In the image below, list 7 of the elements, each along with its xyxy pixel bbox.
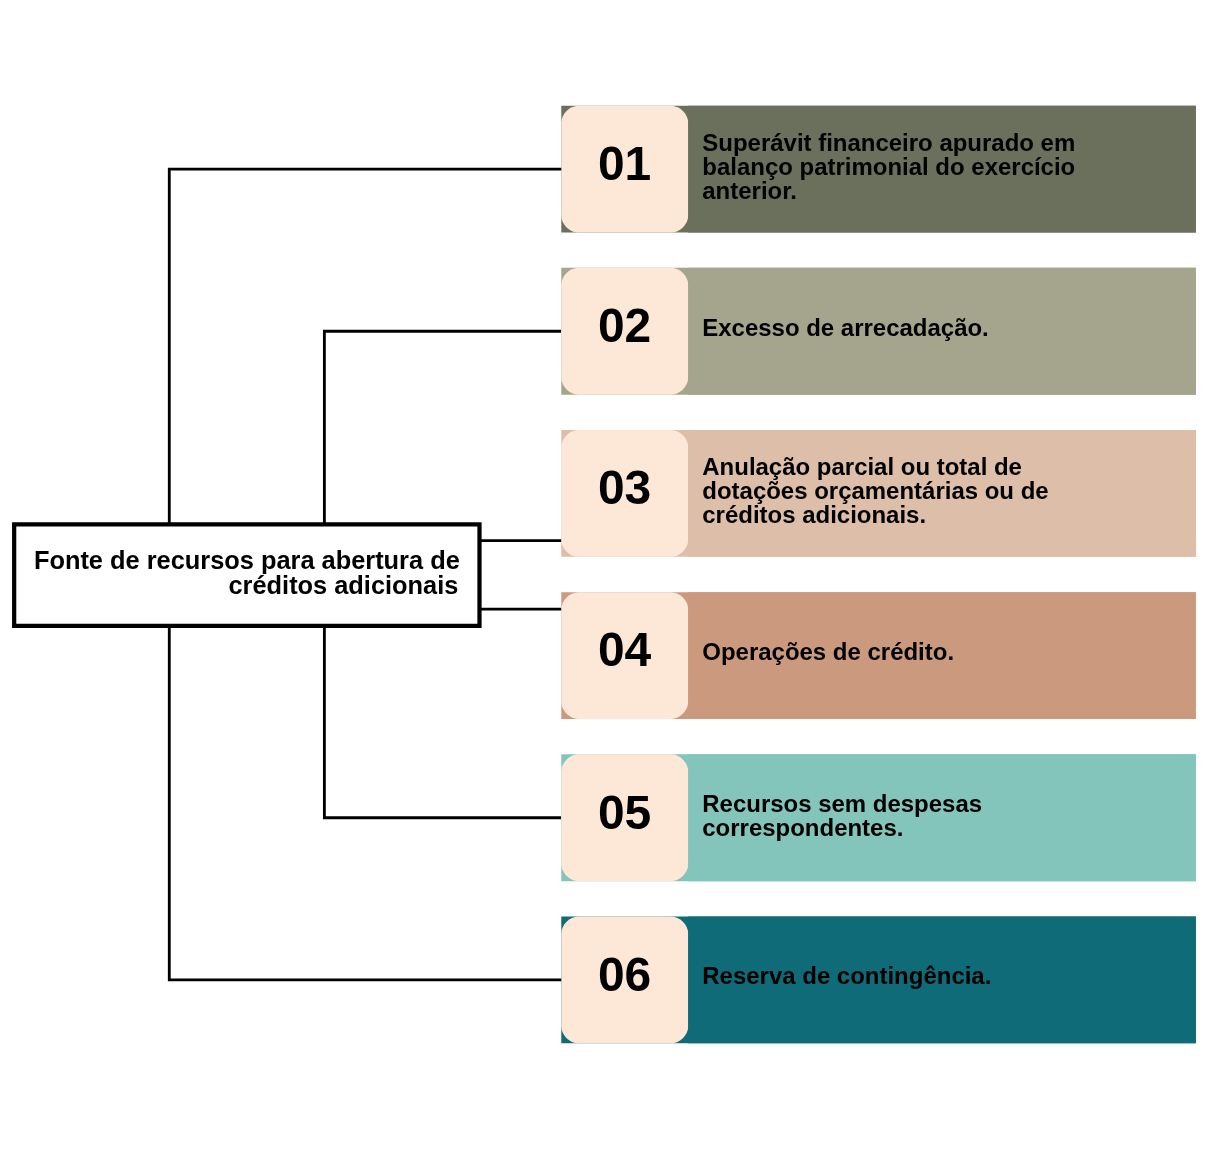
connector xyxy=(167,167,562,525)
node-box: Fonte de recursos para abertura de créditos adicionais xyxy=(12,522,482,629)
connector xyxy=(479,607,562,611)
connector xyxy=(479,539,562,543)
connector xyxy=(322,626,561,820)
connector xyxy=(167,626,562,982)
connector xyxy=(322,329,561,525)
